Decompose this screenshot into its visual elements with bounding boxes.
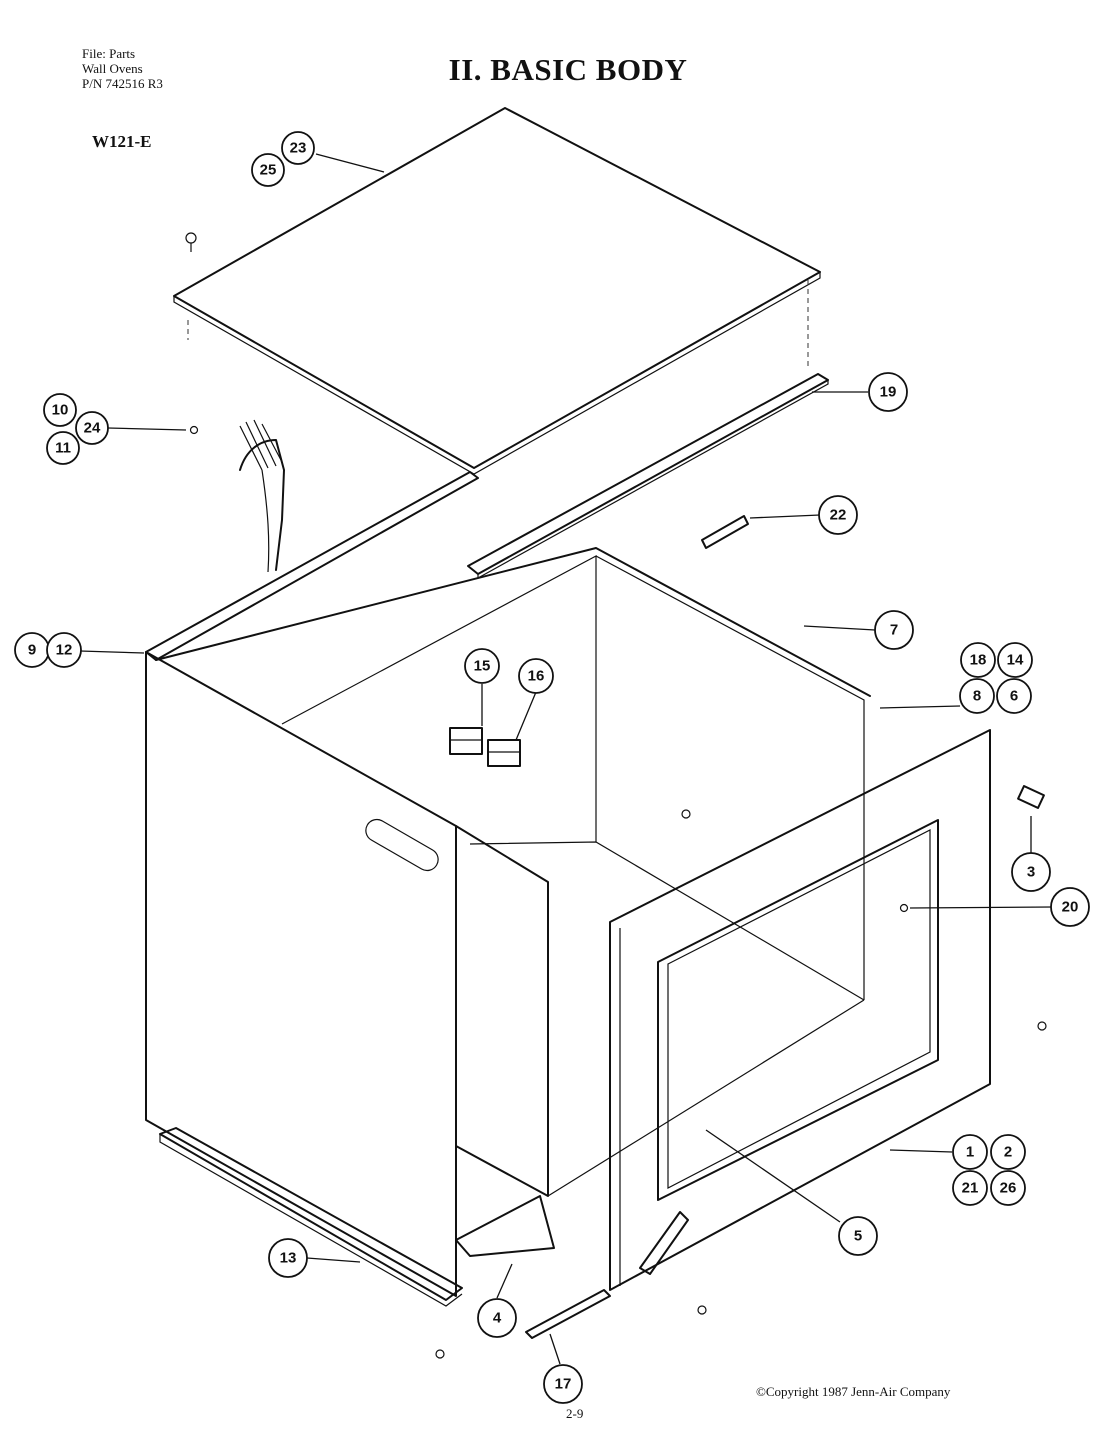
- callout-23: 23: [281, 131, 315, 165]
- callout-2: 2: [990, 1134, 1026, 1170]
- svg-text:24: 24: [84, 420, 101, 437]
- svg-text:6: 6: [1010, 688, 1018, 705]
- callout-24: 24: [75, 411, 109, 445]
- svg-text:20: 20: [1062, 899, 1079, 916]
- svg-text:14: 14: [1007, 652, 1024, 669]
- callout-13: 13: [268, 1238, 308, 1278]
- bracket-part: [701, 515, 749, 549]
- oven-body: [145, 471, 871, 1297]
- screw-20: [899, 903, 909, 913]
- file-line: Wall Ovens: [82, 61, 143, 76]
- front-frame: [609, 729, 991, 1291]
- svg-text:22: 22: [830, 507, 847, 524]
- callout-7: 7: [874, 610, 914, 650]
- svg-text:3: 3: [1027, 864, 1035, 881]
- callout-3: 3: [1011, 852, 1051, 892]
- callout-4: 4: [477, 1298, 517, 1338]
- screw-right: [1037, 1021, 1047, 1031]
- wiring-conduit: [239, 419, 285, 573]
- callout-16: 16: [518, 658, 554, 694]
- bottom-left-rail: [159, 1127, 463, 1307]
- callout-14: 14: [997, 642, 1033, 678]
- file-line: File: Parts: [82, 46, 136, 61]
- leader-lines: [79, 153, 1053, 1365]
- rear-rail: [467, 373, 829, 580]
- callout-11: 11: [46, 431, 80, 465]
- svg-text:13: 13: [280, 1250, 297, 1267]
- file-line: P/N 742516 R3: [82, 76, 163, 91]
- svg-text:2: 2: [1004, 1144, 1012, 1161]
- terminal-block-16: [487, 739, 521, 767]
- callout-5: 5: [838, 1216, 878, 1256]
- terminal-block-15: [449, 727, 483, 755]
- callout-19: 19: [868, 372, 908, 412]
- callout-6: 6: [996, 678, 1032, 714]
- screw-bottom-front: [697, 1305, 707, 1315]
- svg-text:15: 15: [474, 658, 491, 675]
- svg-text:1: 1: [966, 1144, 974, 1161]
- svg-text:12: 12: [56, 642, 73, 659]
- svg-text:26: 26: [1000, 1180, 1017, 1197]
- svg-text:8: 8: [973, 688, 981, 705]
- svg-text:5: 5: [854, 1228, 862, 1245]
- svg-text:4: 4: [493, 1310, 502, 1327]
- svg-text:17: 17: [555, 1376, 572, 1393]
- callout-9: 9: [14, 632, 50, 668]
- bottom-front-rail: [525, 1289, 611, 1339]
- switch-part: [1017, 785, 1045, 809]
- svg-text:16: 16: [528, 668, 545, 685]
- callout-25: 25: [251, 153, 285, 187]
- svg-text:23: 23: [290, 140, 307, 157]
- page-title: II. BASIC BODY: [448, 52, 688, 87]
- svg-text:25: 25: [260, 162, 277, 179]
- svg-text:10: 10: [52, 402, 69, 419]
- copyright-notice: ©Copyright 1987 Jenn-Air Company: [756, 1384, 951, 1399]
- svg-text:21: 21: [962, 1180, 979, 1197]
- hinge-assembly: [639, 1211, 689, 1275]
- svg-text:7: 7: [890, 622, 898, 639]
- bottom-support: [455, 1195, 555, 1257]
- callout-8: 8: [959, 678, 995, 714]
- svg-text:9: 9: [28, 642, 36, 659]
- svg-text:11: 11: [55, 440, 71, 457]
- screw-top-left: [185, 232, 197, 252]
- callout-10: 10: [43, 393, 77, 427]
- callout-22: 22: [818, 495, 858, 535]
- callout-20: 20: [1050, 887, 1090, 927]
- callout-15: 15: [464, 648, 500, 684]
- page-number: 2-9: [566, 1406, 584, 1421]
- model-code: W121-E: [92, 132, 152, 151]
- file-info-block: File: Parts Wall Ovens P/N 742516 R3: [82, 46, 163, 91]
- callout-12: 12: [46, 632, 82, 668]
- screw-center: [681, 809, 691, 819]
- callout-17: 17: [543, 1364, 583, 1404]
- callout-18: 18: [960, 642, 996, 678]
- screw-bottom-left: [435, 1349, 445, 1359]
- screw-wire-clamp: [189, 425, 199, 435]
- callout-1: 1: [952, 1134, 988, 1170]
- callout-21: 21: [952, 1170, 988, 1206]
- svg-text:18: 18: [970, 652, 987, 669]
- svg-text:19: 19: [880, 384, 897, 401]
- callout-26: 26: [990, 1170, 1026, 1206]
